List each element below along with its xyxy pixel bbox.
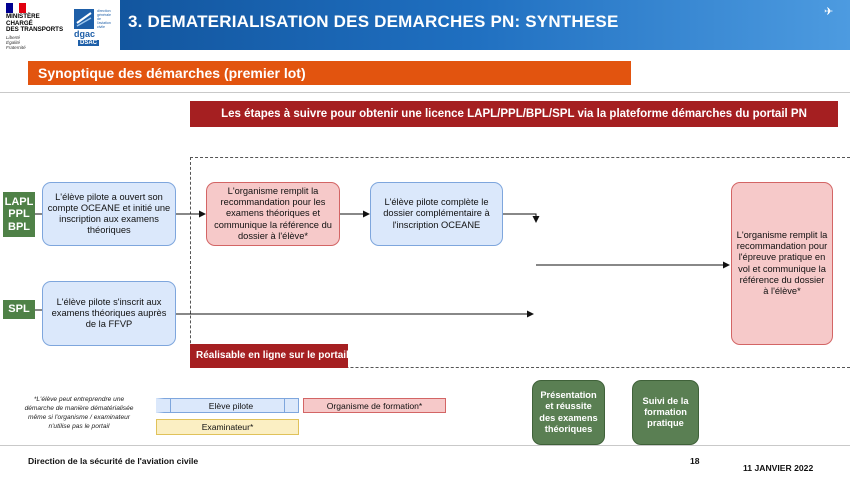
legend-student: Elève pilote bbox=[156, 398, 299, 413]
logo-area: MINISTÈRE CHARGÉ DES TRANSPORTS Liberté … bbox=[0, 0, 120, 50]
header-bar bbox=[0, 0, 850, 50]
ministry-name: MINISTÈRE CHARGÉ DES TRANSPORTS bbox=[6, 13, 64, 33]
motto: Liberté Égalité Fraternité bbox=[6, 35, 26, 50]
legend-organisation: Organisme de formation* bbox=[303, 398, 446, 413]
footer-directorate: Direction de la sécurité de l'aviation c… bbox=[28, 456, 199, 466]
arrow-s3-merge bbox=[503, 213, 540, 223]
legend-student-divider-right bbox=[284, 398, 285, 413]
online-label: Réalisable en ligne sur le portail bbox=[190, 344, 349, 368]
separator-bottom bbox=[0, 445, 850, 446]
online-area-border bbox=[190, 157, 850, 368]
airplane-icon: ✈ bbox=[824, 6, 834, 18]
page-title: 3. DEMATERIALISATION DES DEMARCHES PN: S… bbox=[128, 12, 619, 31]
page-number: 18 bbox=[690, 456, 700, 466]
legend-student-divider-left bbox=[170, 398, 171, 413]
step-student-complementary-file: L'élève pilote complète le dossier compl… bbox=[370, 182, 503, 246]
step-spl-ffvp-registration: L'élève pilote s'inscrit aux examens thé… bbox=[42, 281, 176, 346]
step-practical-training: Suivi de la formation pratique bbox=[632, 380, 699, 445]
dsac-badge: DSAC bbox=[78, 40, 100, 46]
footnote: *L'élève peut entreprendre une démarche … bbox=[24, 396, 134, 431]
category-lapl-ppl-bpl: LAPL PPL BPL bbox=[3, 192, 35, 237]
process-banner: Les étapes à suivre pour obtenir une lic… bbox=[190, 101, 838, 127]
dgac-logo-icon bbox=[74, 9, 94, 29]
step-organisation-practical-recommendation: L'organisme remplit la recommandation po… bbox=[731, 182, 833, 345]
republique-flag-icon bbox=[6, 3, 26, 13]
step-student-oceane-account: L'élève pilote a ouvert son compte OCEAN… bbox=[42, 182, 176, 246]
separator-top bbox=[0, 92, 850, 93]
footer-date: 11 JANVIER 2022 bbox=[743, 463, 814, 473]
section-title: Synoptique des démarches (premier lot) bbox=[28, 61, 631, 85]
legend-examiner: Examinateur* bbox=[156, 419, 299, 435]
category-spl: SPL bbox=[3, 300, 35, 319]
dgac-wordmark: dgac bbox=[74, 29, 96, 39]
step-theory-exam-success: Présentation et réussite des examens thé… bbox=[532, 380, 605, 445]
step-organisation-theory-recommendation: L'organisme remplit la recommandation po… bbox=[206, 182, 340, 246]
